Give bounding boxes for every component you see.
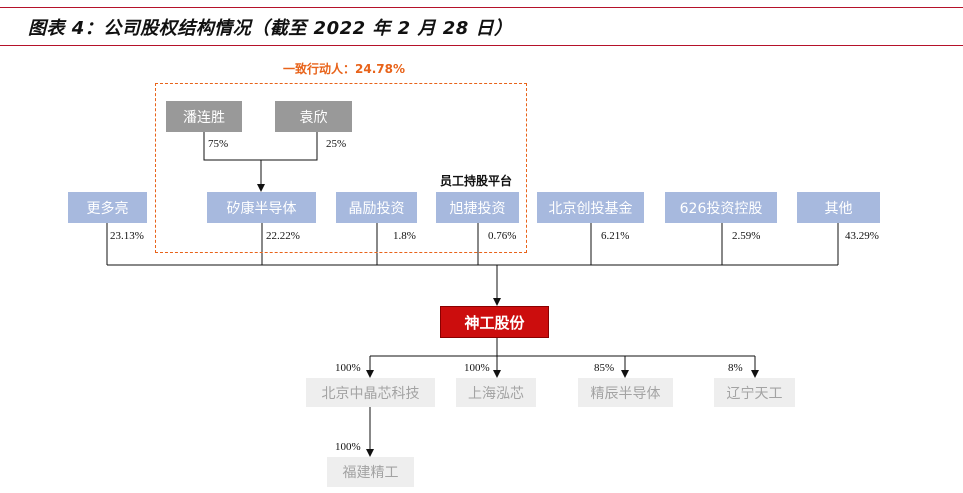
figure-header: 图表 4：公司股权结构情况（截至 2022 年 2 月 28 日） <box>0 0 963 46</box>
person-pct-yuan: 25% <box>326 138 347 150</box>
subsidiary-pct: 100% <box>464 362 490 374</box>
shareholder-box: 旭捷投资 <box>436 192 519 223</box>
subsidiary-pct: 100% <box>335 362 361 374</box>
concert-group-box <box>155 83 527 253</box>
header-rule-top <box>0 7 963 8</box>
shareholder-box: 更多亮 <box>68 192 147 223</box>
concert-group-label: 一致行动人：24.78% <box>283 62 405 76</box>
header-rule-bottom <box>0 45 963 46</box>
sub-subsidiary-pct: 100% <box>335 441 361 453</box>
person-box-yuan: 袁欣 <box>275 101 352 132</box>
person-box-pan: 潘连胜 <box>166 101 242 132</box>
shareholder-pct: 1.8% <box>393 230 416 242</box>
shareholder-pct: 43.29% <box>845 230 879 242</box>
subsidiary-pct: 8% <box>728 362 743 374</box>
employee-platform-label: 员工持股平台 <box>439 174 512 188</box>
company-box: 神工股份 <box>440 306 549 338</box>
subsidiary-box: 北京中晶芯科技 <box>306 378 435 407</box>
person-pct-pan: 75% <box>208 138 229 150</box>
shareholder-box: 其他 <box>797 192 880 223</box>
shareholder-pct: 2.59% <box>732 230 761 242</box>
shareholder-pct: 6.21% <box>601 230 630 242</box>
sub-subsidiary-box: 福建精工 <box>327 457 414 487</box>
shareholder-pct: 0.76% <box>488 230 517 242</box>
shareholder-pct: 23.13% <box>110 230 144 242</box>
shareholder-pct: 22.22% <box>266 230 300 242</box>
shareholder-box: 626投资控股 <box>665 192 777 223</box>
subsidiary-pct: 85% <box>594 362 615 374</box>
subsidiary-box: 精辰半导体 <box>578 378 673 407</box>
shareholder-box: 矽康半导体 <box>207 192 316 223</box>
subsidiary-box: 辽宁天工 <box>714 378 795 407</box>
subsidiary-box: 上海泓芯 <box>456 378 536 407</box>
shareholder-box: 北京创投基金 <box>537 192 644 223</box>
figure-title: 图表 4：公司股权结构情况（截至 2022 年 2 月 28 日） <box>28 18 513 39</box>
shareholder-box: 晶励投资 <box>336 192 417 223</box>
